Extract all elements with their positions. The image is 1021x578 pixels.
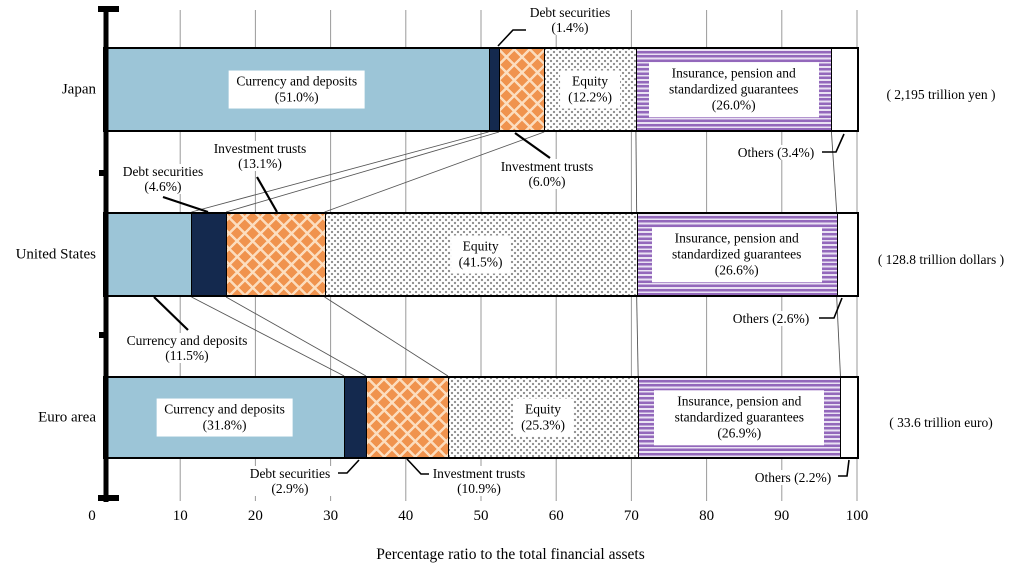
- row-label-united-states: United States: [15, 246, 96, 262]
- segment-debt-securities: [191, 214, 227, 295]
- x-tick-label-60: 60: [548, 508, 564, 524]
- label-debt-securities: Debt securities(4.6%): [120, 164, 206, 194]
- segment-debt-securities: [344, 378, 366, 457]
- label-percent: (10.9%): [457, 481, 501, 496]
- label-percent: (26.6%): [714, 262, 759, 278]
- label-percent: (26.9%): [717, 425, 762, 441]
- x-tick-label-40: 40: [398, 508, 414, 524]
- bar-row-japan: Currency and deposits (51.0%) Equity (12.…: [103, 47, 859, 132]
- x-tick-label-10: 10: [172, 508, 188, 524]
- bar-row-euro-area: Currency and deposits (31.8%) Equity (25.…: [103, 376, 859, 459]
- total-assets-united-states: ( 128.8 trillion dollars ): [877, 251, 1005, 267]
- label-investment-trusts: Investment trusts(13.1%): [211, 141, 309, 171]
- bar-row-united-states: Equity (41.5%) Insurance, pension and sta…: [103, 212, 859, 297]
- label-percent: (1.4%): [551, 20, 589, 35]
- label-percent: (6.0%): [528, 174, 566, 189]
- label-percent: (12.2%): [568, 89, 612, 105]
- label-percent: (13.1%): [238, 156, 282, 171]
- x-tick-label-70: 70: [623, 508, 639, 524]
- x-axis-title: Percentage ratio to the total financial …: [376, 546, 645, 563]
- label-equity: Equity (12.2%): [560, 70, 620, 109]
- label-equity: Equity (41.5%): [450, 235, 511, 274]
- label-percent: (41.5%): [458, 254, 503, 270]
- label-percent: (31.8%): [202, 417, 247, 433]
- x-tick-label-50: 50: [473, 508, 489, 524]
- x-tick-label-80: 80: [699, 508, 715, 524]
- label-others: Others (2.2%): [752, 470, 834, 485]
- segment-others: [836, 214, 857, 295]
- label-percent: (26.0%): [711, 97, 756, 113]
- segment-investment-trusts: [365, 378, 448, 457]
- segment-investment-trusts: [499, 49, 545, 130]
- total-assets-euro-area: ( 33.6 trillion euro): [889, 414, 993, 430]
- x-tick-label-90: 90: [774, 508, 790, 524]
- row-label-japan: Japan: [61, 81, 96, 97]
- total-assets-japan: ( 2,195 trillion yen ): [886, 86, 996, 102]
- label-investment-trusts: Investment trusts(6.0%): [498, 159, 596, 189]
- segment-others: [840, 378, 857, 457]
- segment-others: [831, 49, 857, 130]
- x-tick-label-20: 20: [247, 508, 263, 524]
- x-tick-label-30: 30: [323, 508, 339, 524]
- label-debt-securities: Debt securities(2.9%): [247, 466, 333, 496]
- label-percent: (4.6%): [144, 179, 182, 194]
- x-tick-label-0: 0: [88, 508, 96, 524]
- label-insurance-pension-and-standardized-guarantees: Insurance, pension and standardized guar…: [651, 226, 822, 283]
- label-percent: (25.3%): [521, 417, 565, 433]
- label-currency-and-deposits: Currency and deposits(11.5%): [124, 333, 250, 363]
- label-debt-securities: Debt securities(1.4%): [527, 5, 613, 35]
- label-equity: Equity (25.3%): [513, 398, 573, 437]
- segment-equity: [324, 214, 637, 295]
- x-tick-label-100: 100: [845, 508, 869, 524]
- label-percent: (2.9%): [271, 481, 309, 496]
- segment-currency-and-deposits: [105, 214, 192, 295]
- label-others: Others (2.6%): [730, 311, 812, 326]
- label-insurance-pension-and-standardized-guarantees: Insurance, pension and standardized guar…: [654, 389, 825, 446]
- label-percent: (11.5%): [165, 348, 209, 363]
- segment-debt-securities: [488, 49, 500, 130]
- label-others: Others (3.4%): [735, 145, 817, 160]
- label-insurance-pension-and-standardized-guarantees: Insurance, pension and standardized guar…: [648, 61, 819, 118]
- label-currency-and-deposits: Currency and deposits (51.0%): [228, 70, 366, 109]
- row-label-euro-area: Euro area: [38, 409, 96, 425]
- label-percent: (51.0%): [274, 89, 319, 105]
- label-currency-and-deposits: Currency and deposits (31.8%): [156, 398, 293, 437]
- segment-investment-trusts: [226, 214, 325, 295]
- label-investment-trusts: Investment trusts(10.9%): [430, 466, 528, 496]
